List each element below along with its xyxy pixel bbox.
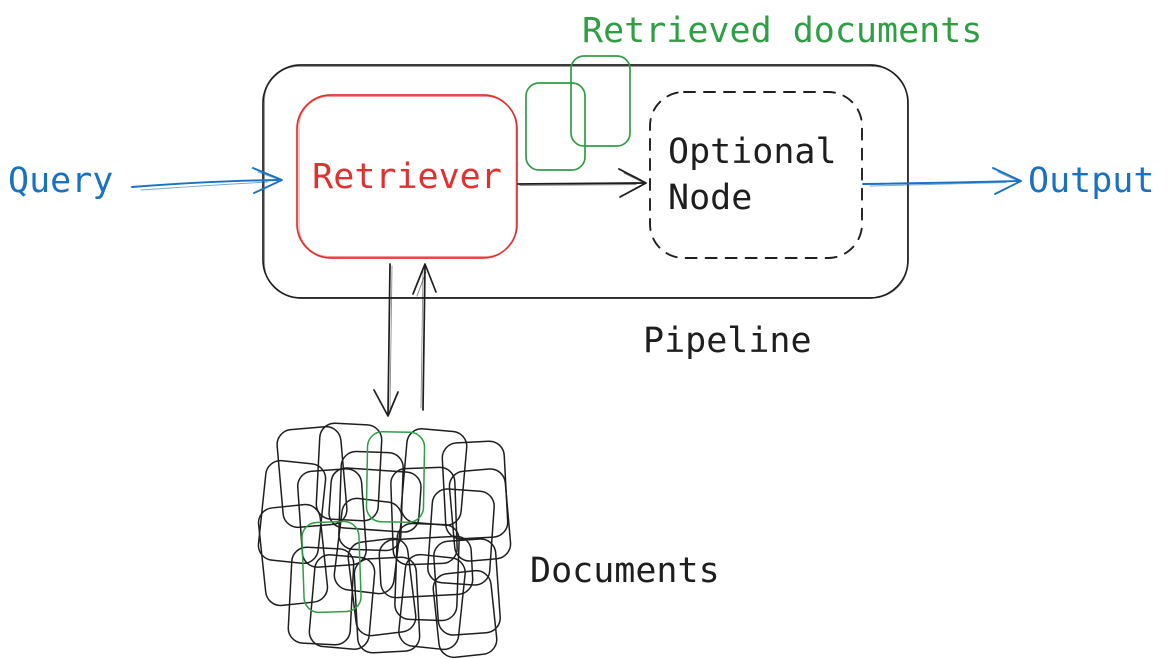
optional-node-label-wrap: Optional Node	[650, 92, 862, 258]
documents-to-retriever-arrow	[412, 263, 437, 411]
retriever-box-sketch-stroke	[298, 96, 517, 257]
retriever-to-documents-arrow	[373, 263, 399, 417]
document-card	[433, 538, 501, 636]
document-card	[328, 467, 422, 533]
query-label: Query	[8, 161, 114, 201]
retriever-to-optional-arrow	[517, 168, 647, 198]
retrieved-doc-card-back	[525, 82, 586, 171]
document-card	[296, 468, 368, 568]
optional-node-box	[649, 91, 863, 259]
document-card	[276, 425, 348, 529]
retriever-label: Retriever	[312, 156, 502, 197]
output-arrow	[862, 167, 1022, 195]
documents-label: Documents	[530, 551, 720, 591]
document-card	[353, 556, 421, 654]
document-card	[378, 535, 474, 599]
optional-node-label: Optional Node	[668, 132, 837, 218]
document-card	[257, 503, 329, 607]
document-card-green	[365, 431, 426, 523]
document-card-green	[301, 520, 362, 614]
document-card	[347, 537, 417, 637]
document-card	[398, 553, 466, 651]
document-card	[315, 422, 383, 522]
pipeline-label: Pipeline	[643, 321, 812, 361]
document-card	[390, 466, 458, 566]
retrieved-doc-card-front	[570, 55, 631, 147]
query-arrow	[131, 167, 283, 194]
document-card	[448, 468, 512, 562]
retrieved-documents-label: Retrieved documents	[582, 11, 983, 51]
document-card	[257, 459, 327, 565]
pipeline-box	[262, 64, 909, 299]
document-card	[333, 497, 403, 595]
documents-cluster	[257, 422, 512, 659]
output-label: Output	[1028, 161, 1155, 201]
document-card	[432, 569, 498, 659]
retriever-box	[296, 94, 518, 259]
document-card	[287, 546, 355, 646]
document-card	[308, 554, 376, 650]
